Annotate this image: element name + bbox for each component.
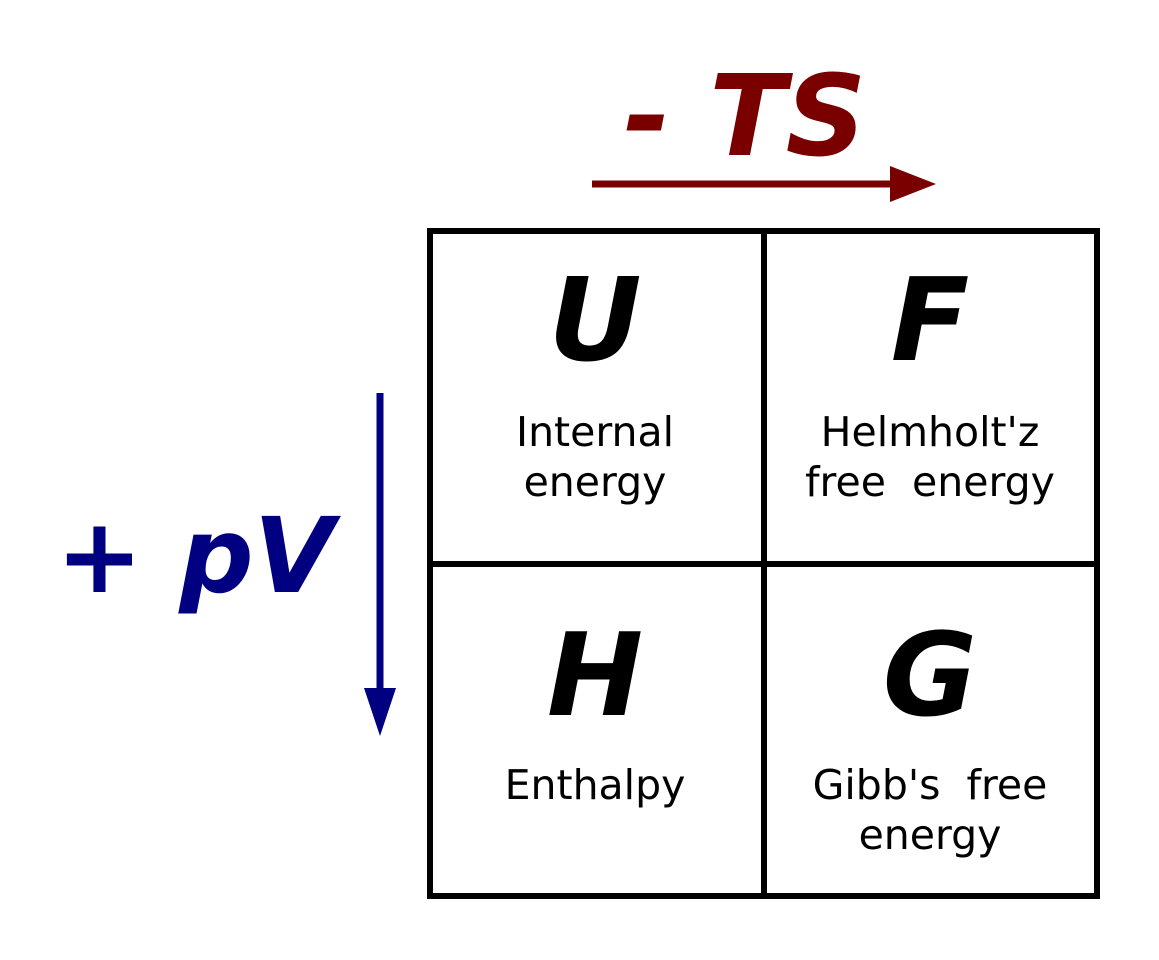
ts-arrow-head [890, 166, 936, 202]
desc-f-line2: free energy [805, 458, 1055, 506]
desc-g-line1: Gibb's free [813, 761, 1048, 809]
symbol-h: H [547, 609, 643, 743]
symbol-g: G [883, 609, 977, 743]
cell-helmholtz-free-energy: F Helmholt'z free energy [805, 254, 1055, 506]
cell-internal-energy: U Internal energy [516, 254, 674, 506]
pv-arrow-head [364, 688, 396, 736]
ts-axis-label: - TS [624, 52, 867, 182]
cell-gibbs-free-energy: G Gibb's free energy [813, 609, 1048, 859]
symbol-u: U [548, 254, 641, 388]
desc-h-line1: Enthalpy [505, 761, 686, 809]
desc-f-line1: Helmholt'z [821, 408, 1040, 456]
desc-u-line1: Internal [516, 408, 674, 456]
symbol-f: F [891, 254, 970, 388]
desc-u-line2: energy [524, 458, 667, 506]
pv-axis-label: + pV [56, 495, 342, 617]
desc-g-line2: energy [859, 811, 1002, 859]
cell-enthalpy: H Enthalpy [505, 609, 686, 809]
